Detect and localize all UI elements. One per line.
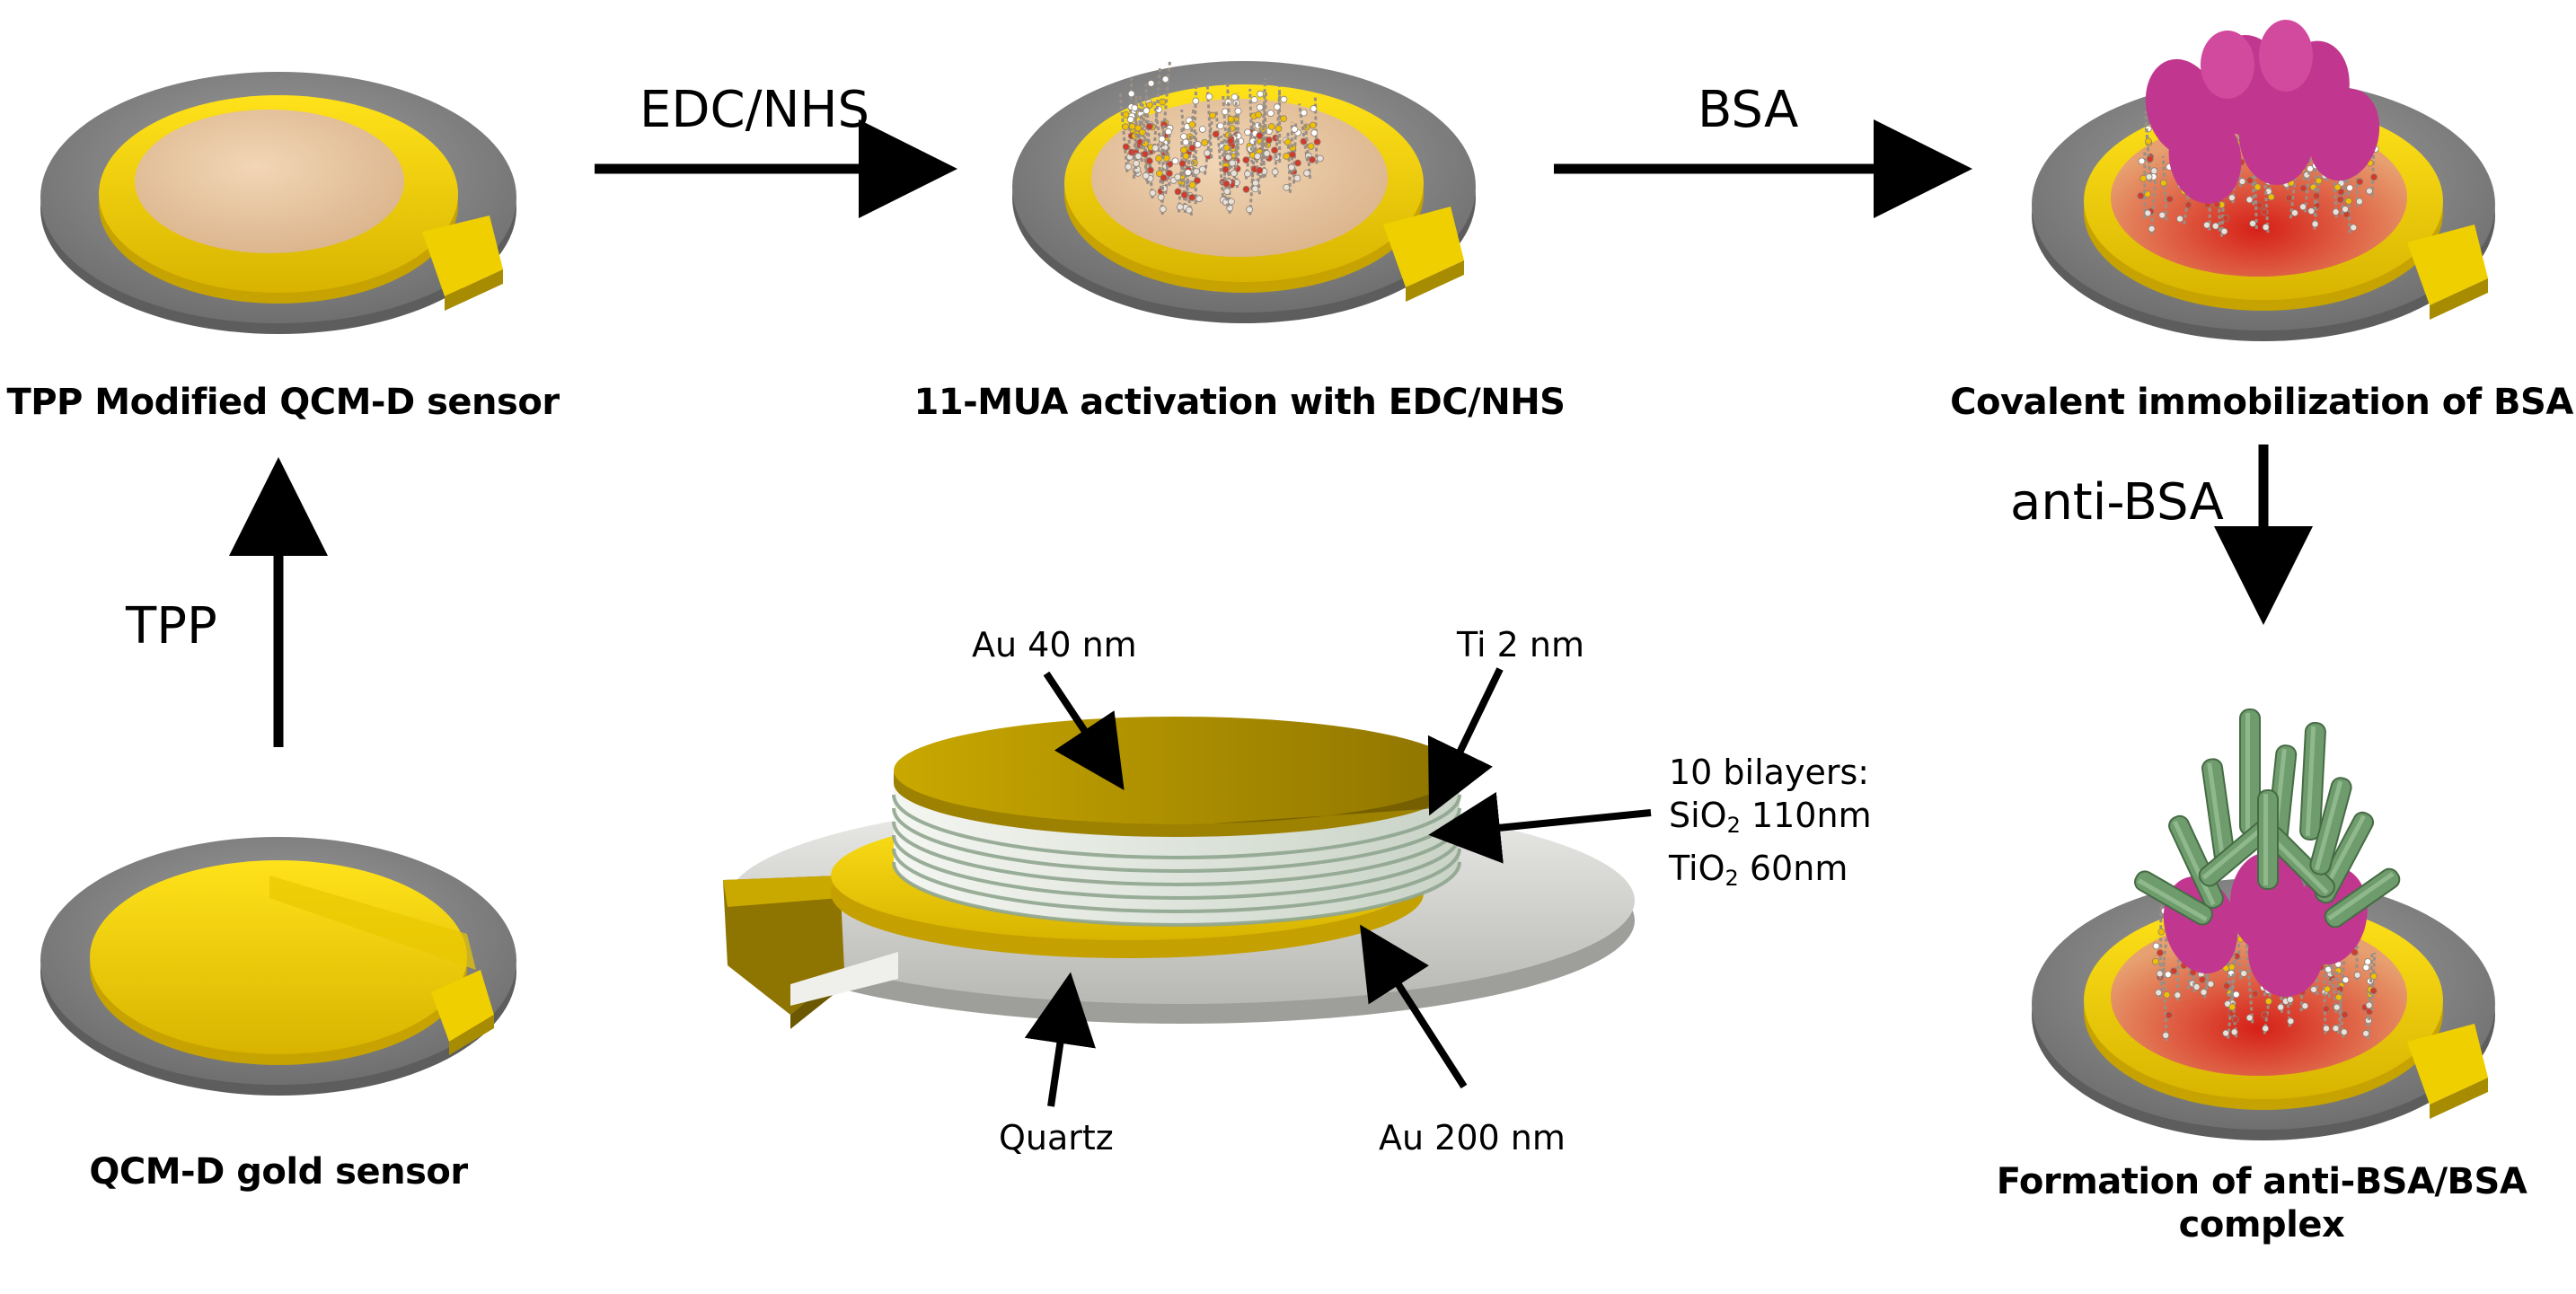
caption-bsa-immobilization: Covalent immobilization of BSA — [1950, 382, 2573, 423]
label-quartz: Quartz — [999, 1118, 1114, 1158]
caption-complex-line1: Formation of anti-BSA/BSA — [1997, 1160, 2527, 1203]
antibody-rod — [2240, 709, 2260, 835]
pointer-ti2 — [1448, 669, 1500, 777]
pointer-quartz — [1051, 1015, 1064, 1106]
antibody-rod — [2258, 790, 2278, 889]
label-bilayers: 10 bilayers: SiO2 110nm TiO2 60nm — [1669, 751, 1872, 900]
step-label-edc-nhs: EDC/NHS — [640, 81, 869, 139]
tpp-sensor-graphic — [40, 72, 516, 334]
label-sio2: SiO2 110nm — [1669, 794, 1872, 847]
step-label-bsa: BSA — [1698, 81, 1798, 139]
caption-gold-sensor: QCM-D gold sensor — [89, 1151, 467, 1193]
pointer-bilayers — [1471, 813, 1651, 831]
caption-tpp-sensor: TPP Modified QCM-D sensor — [6, 382, 559, 423]
label-au200: Au 200 nm — [1379, 1118, 1566, 1158]
caption-complex: Formation of anti-BSA/BSA complex — [1997, 1160, 2527, 1246]
caption-mua-activation: 11-MUA activation with EDC/NHS — [914, 382, 1566, 423]
label-ti2: Ti 2 nm — [1457, 625, 1584, 665]
mua-sensor-graphic — [1012, 61, 1476, 323]
caption-complex-line2: complex — [1997, 1203, 2527, 1246]
label-bilayers-title: 10 bilayers: — [1669, 751, 1872, 794]
cross-section-graphic — [723, 717, 1635, 1029]
step-label-anti-bsa: anti-BSA — [2010, 473, 2224, 532]
bsa-sensor-graphic — [2032, 20, 2495, 341]
label-tio2: TiO2 60nm — [1669, 847, 1872, 900]
step-label-tpp: TPP — [126, 597, 217, 656]
gold-sensor-graphic — [40, 837, 516, 1096]
label-au40: Au 40 nm — [972, 625, 1137, 665]
complex-sensor-graphic — [2032, 709, 2495, 1140]
